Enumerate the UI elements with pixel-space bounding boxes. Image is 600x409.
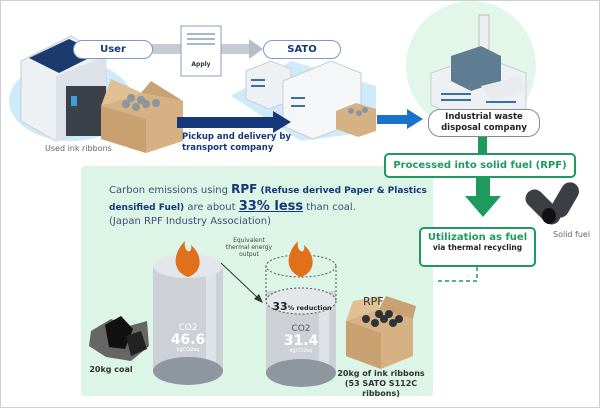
- processed-step: Processed into solid fuel (RPF): [384, 153, 576, 178]
- rpf-definition-cont: densified Fuel): [109, 203, 185, 213]
- rpf-caption-line2: (53 SATO S112C: [344, 379, 418, 388]
- statement-text: than coal.: [303, 202, 356, 213]
- flame-icon: [288, 241, 313, 277]
- apply-arrowhead: [249, 39, 263, 59]
- coal-cylinder: [153, 254, 223, 385]
- pickup-arrow: [177, 117, 275, 128]
- equivalent-label: Equivalent thermal energy output: [216, 237, 282, 258]
- sato-box-icon: [336, 103, 376, 137]
- equivalent-line1: Equivalent: [233, 237, 265, 244]
- reduction-label: 33% reduction: [266, 295, 338, 314]
- rpf-caption-line1: 20kg of ink ribbons: [337, 369, 425, 378]
- used-ribbons-label: Used ink ribbons: [45, 144, 112, 153]
- statement-text: are about: [184, 202, 239, 213]
- disposal-line1: Industrial waste: [445, 112, 523, 122]
- ribbon-box-icon: [101, 79, 183, 153]
- reduction-highlight: 33% less: [238, 199, 304, 214]
- to-disposal-arrow: [377, 115, 409, 124]
- source-citation: (Japan RPF Industry Association): [109, 216, 272, 227]
- disposal-company-label: Industrial waste disposal company: [428, 109, 540, 137]
- co2-unit: kgCO2eq: [289, 348, 313, 354]
- co2-label: CO2: [178, 323, 198, 333]
- coal-icon: [89, 316, 149, 361]
- rpf-caption: 20kg of ink ribbons (53 SATO S112C ribbo…: [337, 369, 425, 399]
- statement-text: Carbon emissions using: [109, 185, 232, 196]
- equivalent-line3: output: [239, 251, 259, 258]
- coal-co2-value: CO2 46.6 kgCO2eq: [153, 323, 223, 353]
- printer-icon: [66, 86, 106, 136]
- rpf-co2-value: CO2 31.4 kgCO2eq: [266, 324, 336, 354]
- utilization-title: Utilization as fuel: [427, 232, 528, 243]
- solid-fuel-label: Solid fuel: [553, 230, 591, 239]
- pickup-line1: Pickup and delivery by: [182, 132, 292, 142]
- equivalent-line2: thermal energy: [225, 244, 273, 251]
- rpf-cylinder: [265, 254, 337, 387]
- user-label: User: [73, 40, 153, 59]
- rpf-box-label: RPF: [363, 295, 384, 308]
- reduction-text: % reduction: [287, 304, 332, 312]
- flame-icon: [175, 241, 200, 277]
- flow-connector: [478, 135, 487, 155]
- pickup-label: Pickup and delivery by transport company: [182, 132, 291, 154]
- utilization-subtitle: via thermal recycling: [432, 243, 523, 252]
- coal-caption: 20kg coal: [89, 365, 133, 374]
- down-arrow-head: [465, 196, 501, 217]
- co2-label: CO2: [291, 324, 311, 334]
- reduction-number: 33: [272, 300, 288, 313]
- co2-value: 46.6: [170, 332, 206, 348]
- dashed-connector: [435, 267, 478, 282]
- co2-value: 31.4: [283, 333, 319, 349]
- rpf-term: RPF: [231, 182, 258, 196]
- equivalence-arrow: [220, 262, 260, 300]
- disposal-line2: disposal company: [441, 123, 527, 133]
- rpf-definition: (Refuse derived Paper & Plastics: [257, 186, 427, 196]
- emissions-statement: Carbon emissions using RPF (Refuse deriv…: [109, 181, 439, 227]
- co2-unit: kgCO2eq: [176, 347, 200, 353]
- rpf-box-icon: [346, 296, 416, 369]
- utilization-step: Utilization as fuel via thermal recyclin…: [419, 227, 536, 267]
- solid-fuel-icon: [525, 182, 579, 225]
- factory-icon: [430, 14, 527, 124]
- apply-label: Apply: [191, 61, 211, 68]
- rpf-caption-line3: ribbons): [362, 389, 400, 398]
- sato-label: SATO: [263, 40, 341, 59]
- down-arrow-shaft: [476, 177, 490, 197]
- pickup-line2: transport company: [182, 143, 274, 153]
